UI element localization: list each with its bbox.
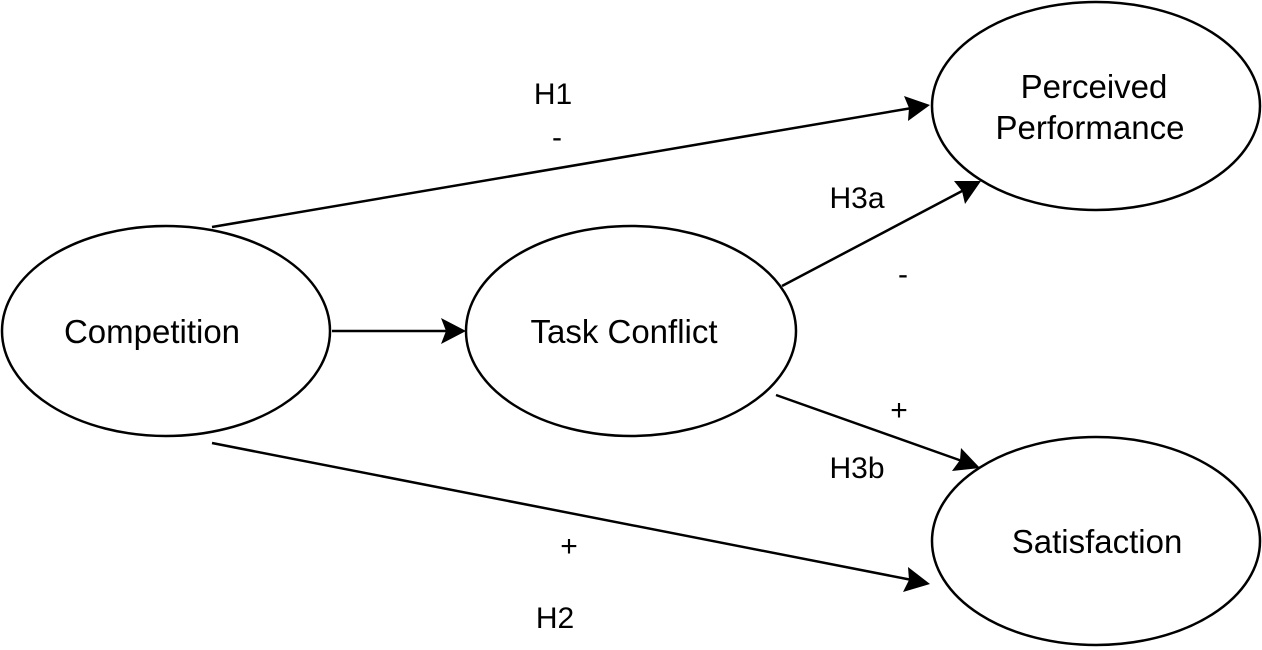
edge-h1-line: [211, 106, 913, 229]
node-task-conflict: Task Conflict: [464, 224, 798, 438]
edge-h3a-line: [781, 188, 965, 288]
node-satisfaction: Satisfaction: [930, 435, 1262, 647]
edge-h3b: [775, 393, 980, 471]
edge-h1-sign: -: [552, 121, 562, 154]
node-perceived-performance-ellipse: [930, 0, 1262, 212]
edge-h2: [211, 441, 930, 592]
edge-h2-sign: +: [560, 530, 578, 563]
edge-h3b-arrowhead: [952, 448, 980, 471]
edge-competition-task-conflict-arrowhead: [441, 318, 466, 344]
edge-h2-label: H2: [536, 602, 574, 635]
edge-h3a-label: H3a: [829, 182, 884, 215]
edge-h3b-label: H3b: [829, 452, 884, 485]
node-competition: Competition: [0, 224, 332, 438]
edge-h1-label: H1: [534, 78, 572, 111]
node-competition-ellipse: [0, 224, 332, 438]
node-competition-label: Competition: [64, 313, 240, 350]
edge-h1: [211, 96, 930, 229]
edge-labels: H1 - H3a - + H3b + H2: [534, 78, 908, 635]
node-perceived-performance-label-line2: Performance: [996, 109, 1185, 146]
node-perceived-performance: Perceived Performance: [930, 0, 1262, 212]
edge-h3a-sign: -: [898, 258, 908, 291]
edge-h2-line: [211, 441, 913, 582]
edge-h3b-line: [775, 393, 963, 463]
edge-h3a: [781, 181, 981, 288]
edge-h1-arrowhead: [904, 96, 930, 121]
edge-h3a-arrowhead: [954, 181, 981, 204]
node-task-conflict-label: Task Conflict: [530, 313, 717, 350]
node-perceived-performance-label-line1: Perceived: [1021, 68, 1168, 105]
node-satisfaction-label: Satisfaction: [1012, 523, 1183, 560]
edge-h3b-sign: +: [890, 394, 908, 427]
node-satisfaction-ellipse: [930, 435, 1262, 647]
edge-competition-task-conflict: [332, 318, 466, 344]
edge-h2-arrowhead: [903, 567, 930, 592]
edges: [211, 96, 981, 592]
node-task-conflict-ellipse: [464, 224, 798, 438]
